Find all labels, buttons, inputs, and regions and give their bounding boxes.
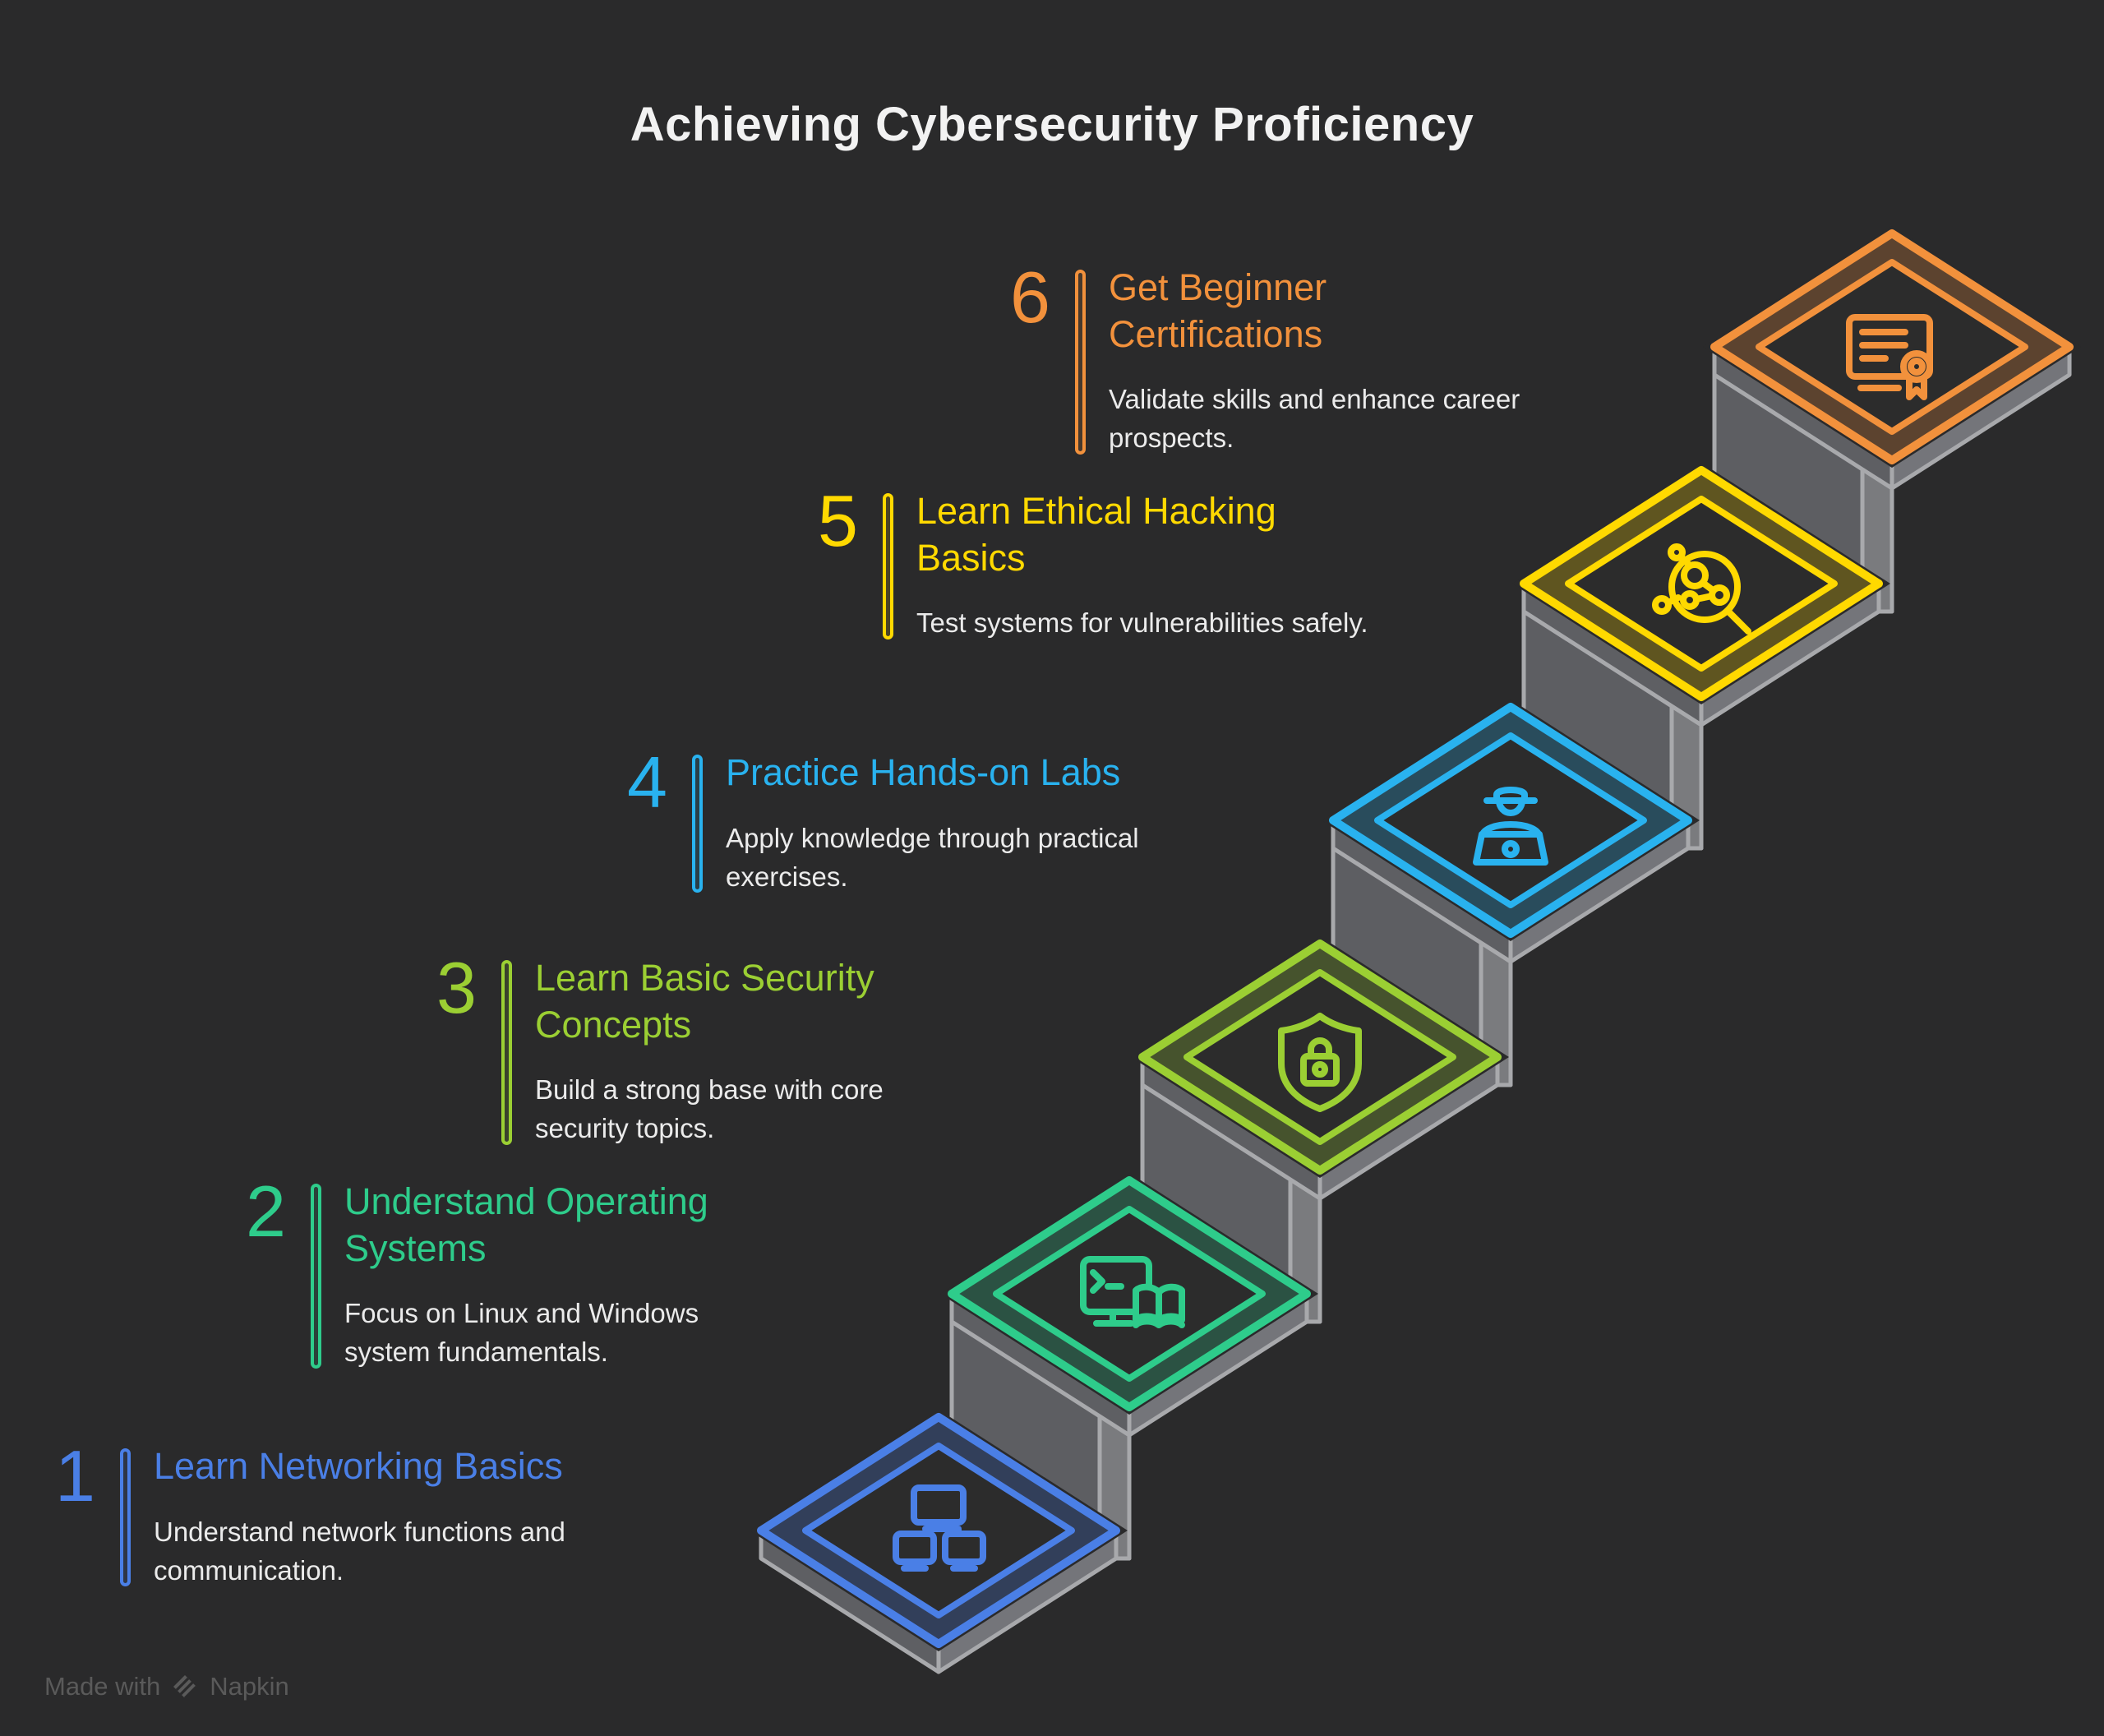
step-number: 1 — [55, 1435, 95, 1517]
search-nodes-icon — [1652, 543, 1751, 635]
diamond-inner — [993, 1206, 1266, 1382]
step-accent-bar — [1075, 270, 1086, 455]
step-6-block: 6 Get Beginner Certifications Validate s… — [1003, 256, 1600, 458]
diamond-inner — [1374, 732, 1647, 908]
step-6-platform — [1703, 226, 2081, 614]
step-4-block: 4 Practice Hands-on Labs Apply knowledge… — [620, 741, 1212, 896]
step-description: Test systems for vulnerabilities safely. — [916, 607, 1368, 639]
step-1-platform — [750, 1410, 1128, 1674]
step-1-block: 1 Learn Networking Basics Understand net… — [48, 1435, 647, 1590]
step-accent-bar — [311, 1184, 321, 1369]
napkin-watermark: Made with Napkin — [44, 1672, 289, 1701]
napkin-logo-icon — [173, 1675, 198, 1700]
shield-lock-icon — [1278, 1013, 1362, 1112]
step-title: Practice Hands-on Labs — [726, 751, 1121, 793]
step-number: 5 — [818, 480, 858, 561]
step-5-platform — [1512, 463, 1890, 851]
step-2-block: 2 Understand Operating Systems Focus on … — [238, 1170, 739, 1372]
step-accent-bar — [501, 960, 512, 1146]
step-number: 3 — [436, 947, 477, 1028]
page-title: Achieving Cybersecurity Proficiency — [630, 98, 1474, 151]
step-description: Understand network functions and communi… — [154, 1516, 565, 1586]
step-accent-bar — [692, 755, 703, 893]
step-accent-bar — [120, 1448, 131, 1587]
step-accent-bar — [883, 493, 893, 640]
hacker-laptop-icon — [1473, 787, 1548, 866]
step-title: Learn Ethical Hacking Basics — [916, 490, 1276, 579]
step-title: Understand Operating Systems — [344, 1180, 708, 1269]
step-title: Learn Basic Security Concepts — [535, 957, 874, 1046]
step-description: Build a strong base with core security t… — [535, 1074, 884, 1144]
step-description: Focus on Linux and Windows system fundam… — [344, 1298, 699, 1368]
step-3-block: 3 Learn Basic Security Concepts Build a … — [429, 947, 950, 1148]
step-number: 2 — [246, 1170, 286, 1252]
watermark-brand: Napkin — [210, 1672, 289, 1701]
step-description: Apply knowledge through practical exerci… — [726, 822, 1139, 892]
watermark-text: Made with — [44, 1672, 161, 1701]
step-number: 6 — [1010, 256, 1050, 338]
step-description: Validate skills and enhance career prosp… — [1109, 384, 1520, 454]
step-title: Get Beginner Certifications — [1109, 266, 1327, 355]
step-number: 4 — [627, 741, 667, 823]
network-monitors-icon — [893, 1484, 986, 1572]
step-4-platform — [1322, 699, 1700, 1087]
step-3-platform — [1131, 936, 1509, 1324]
certificate-icon — [1846, 314, 1933, 400]
step-title: Learn Networking Basics — [154, 1445, 563, 1487]
terminal-book-icon — [1080, 1256, 1185, 1328]
step-5-block: 5 Learn Ethical Hacking Basics Test syst… — [810, 480, 1368, 643]
